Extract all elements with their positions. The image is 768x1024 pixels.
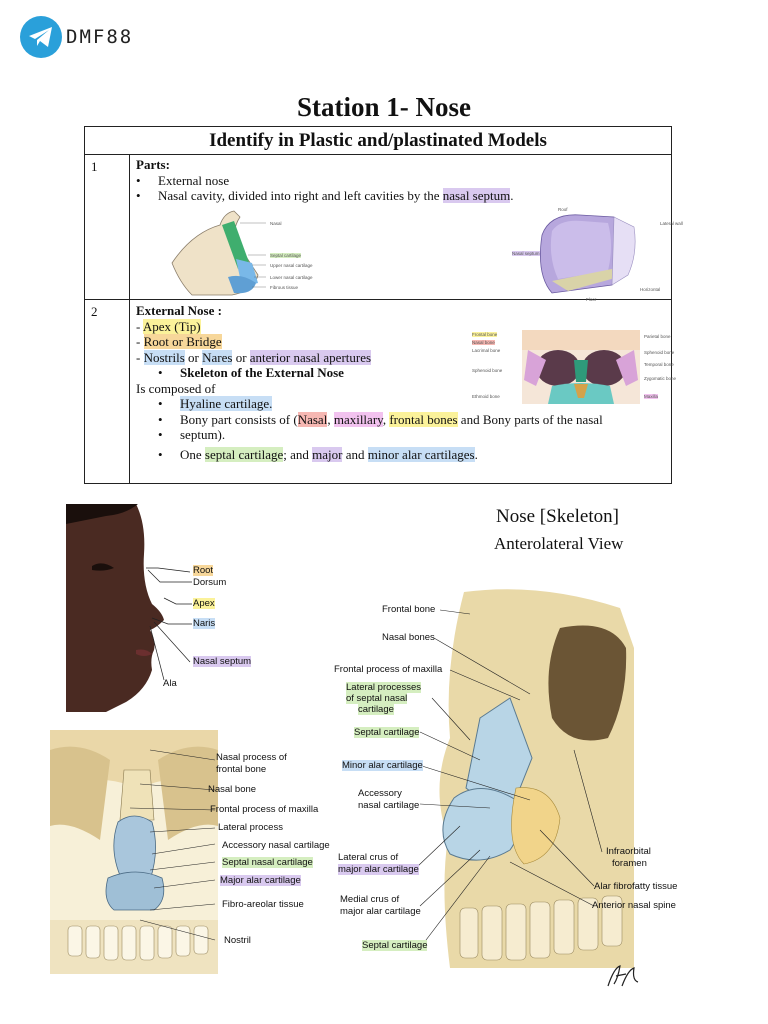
figure-label: Nasal (270, 221, 282, 226)
figure-label: Septal cartilage (270, 253, 302, 258)
row-number: 1 (84, 154, 130, 300)
label-nasal-process-2: frontal bone (216, 764, 267, 775)
list-item: Nasal cavity, divided into right and lef… (136, 188, 665, 204)
front-leader-lines (129, 749, 216, 941)
skull-figure (522, 330, 640, 404)
table-row: 1 Parts: External nose Nasal cavity, div… (84, 154, 683, 302)
list-item: Bony part consists of (Nasal, maxillary,… (136, 411, 665, 428)
label-accessory-2: nasal cartilage (358, 800, 420, 811)
label-nostril: Nostril (224, 935, 251, 946)
label-anterior-nasal-spine: Anterior nasal spine (592, 900, 676, 911)
label-accessory-cartilage: Accessory nasal cartilage (222, 840, 330, 851)
label-lateral-processes: Lateral processes (346, 682, 421, 693)
label-infraorbital: Infraorbital (606, 846, 651, 857)
figure-label: Roof (558, 207, 568, 212)
face-leader-lines (146, 567, 192, 681)
page-title: Station 1- Nose (297, 92, 471, 122)
figure-label: Fibrous tissue (270, 285, 299, 290)
list-item: Skeleton of the External Nose (136, 365, 665, 381)
table-row: 2 External Nose : - Apex (Tip) - Root or… (84, 299, 676, 484)
label-medial-crus-2: major alar cartilage (340, 906, 421, 917)
figure-label: Sphenoid bone (472, 368, 503, 373)
netter-title: Nose [Skeleton] (496, 506, 619, 527)
list-item: Hyaline cartilage. (136, 396, 665, 412)
nose-cartilage-figure (171, 210, 266, 296)
label-lateral-processes-2: of septal nasal (346, 693, 408, 704)
row-content: Parts: External nose Nasal cavity, divid… (129, 154, 683, 302)
label-septal-cartilage: Septal cartilage (354, 727, 420, 738)
list-item: - Apex (Tip) (136, 318, 201, 334)
figure-label: Nasal bone (472, 340, 495, 345)
label-fibro-areolar: Fibro-areolar tissue (222, 899, 304, 910)
figure-label: Zygomatic bone (644, 376, 677, 381)
list-item: One septal cartilage; and major and mino… (136, 446, 665, 463)
brand-name: DMF88 (66, 26, 134, 48)
figure-label: Maxilla (644, 394, 659, 399)
row-number: 2 (84, 299, 130, 484)
figure-label: Parietal bone (644, 334, 671, 339)
label-nasal-septum: Nasal septum (193, 656, 252, 667)
label-nasal-bone: Nasal bone (208, 784, 257, 795)
label-lateral-processes-3: cartilage (358, 704, 394, 715)
label-lateral-crus-2: major alar cartilage (338, 864, 419, 875)
list-item: - Root or Bridge (136, 334, 222, 349)
list-item: External nose (136, 173, 665, 189)
figure-label: Ethmoid bone (472, 394, 500, 399)
figure-label: Lateral wall (660, 221, 683, 226)
figure-label: Temporal bone (644, 362, 674, 367)
figure-label: Nasal septum (512, 251, 540, 256)
label-frontal-bone: Frontal bone (382, 604, 436, 615)
nasal-cavity-figure (539, 214, 636, 294)
label-minor-alar: Minor alar cartilage (342, 760, 423, 771)
label-dorsum: Dorsum (193, 577, 227, 588)
row-heading: External Nose : (136, 303, 222, 318)
telegram-icon (20, 16, 62, 58)
label-nasal-process: Nasal process of (216, 752, 287, 763)
netter-skull-illustration (439, 589, 634, 968)
figure-label: Lacrimal bone (472, 348, 501, 353)
label-apex: Apex (193, 598, 215, 609)
figure-label: Frontal bone (472, 332, 498, 337)
label-septal-cartilage-2: Septal cartilage (362, 940, 428, 951)
netter-signature (607, 965, 639, 987)
face-profile-image (66, 504, 166, 712)
label-alar-fibrofatty: Alar fibrofatty tissue (594, 881, 678, 892)
label-infraorbital-2: foramen (612, 858, 647, 869)
label-major-alar-cartilage: Major alar cartilage (220, 875, 301, 886)
brand-logo[interactable]: DMF88 (20, 16, 133, 58)
label-root: Root (193, 565, 214, 576)
row-content: External Nose : - Apex (Tip) - Root or B… (129, 299, 676, 484)
station-table: Identify in Plastic and/plastinated Mode… (84, 126, 683, 484)
label-medial-crus: Medial crus of (340, 894, 400, 905)
netter-leader-lines (417, 609, 603, 940)
netter-subtitle: Anterolateral View (494, 534, 624, 553)
label-ala: Ala (163, 678, 177, 689)
table-header: Identify in Plastic and/plastinated Mode… (84, 126, 672, 155)
list-item: Is composed of (136, 380, 216, 396)
row-heading: Parts: (136, 157, 170, 172)
label-lateral-crus: Lateral crus of (338, 852, 399, 863)
figure-label: Lower nasal cartilage (270, 275, 313, 280)
figure-label: Upper nasal cartilage (270, 263, 313, 268)
label-septal-nasal-cartilage: Septal nasal cartilage (222, 857, 313, 868)
figure-label: Horizontal (640, 287, 661, 292)
list-item-continued: septum). (136, 427, 665, 443)
label-naris: Naris (193, 618, 216, 629)
label-lateral-process: Lateral process (218, 822, 283, 833)
figure-label: Sphenoid bone (644, 350, 675, 355)
list-item: - Nostrils or Nares or anterior nasal ap… (136, 349, 372, 365)
label-frontal-process: Frontal process of maxilla (210, 804, 319, 815)
label-nasal-bones: Nasal bones (382, 632, 435, 643)
label-frontal-process-maxilla: Frontal process of maxilla (334, 664, 443, 675)
label-accessory: Accessory (358, 788, 402, 799)
